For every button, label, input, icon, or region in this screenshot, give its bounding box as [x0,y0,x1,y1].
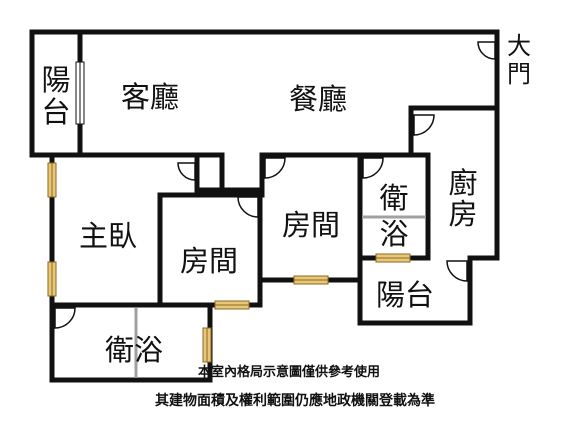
label-bedroom-right: 房間 [282,208,340,242]
label-kitchen-2: 房 [448,197,477,231]
sliding-door [75,61,85,125]
label-master-bedroom: 主臥 [79,219,137,253]
door-master [177,162,196,181]
walls [29,29,500,383]
door-entrance [477,41,496,60]
label-kitchen-1: 廚 [448,166,477,200]
disclaimer-line-1: 本室內格局示意圖僅供參考使用 [197,365,380,380]
label-entrance-2: 門 [507,60,531,88]
bath-bottom-walls [49,302,213,383]
label-bedroom-center: 房間 [180,244,238,278]
label-living-room: 客廳 [121,80,179,114]
label-bath-right-1: 衛 [379,181,408,215]
door-swings [54,41,496,329]
door-bath-bottom [54,307,76,329]
label-balcony-right: 陽台 [376,278,434,312]
outer-wall-top [29,29,500,111]
center-room-wall [157,192,263,308]
label-dining-room: 餐廳 [289,82,347,116]
label-bath-right-2: 浴 [379,217,408,251]
room-labels: 陽 台 客廳 餐廳 大 門 主臥 房間 房間 衛 浴 廚 房 陽台 衛浴 [41,32,531,367]
disclaimer-line-2: 其建物面積及權利範圍仍應地政機關登載為準 [155,393,435,409]
door-bath-right [362,157,384,179]
label-bath-bottom: 衛浴 [105,333,163,367]
door-kitchen [413,114,435,136]
balcony-right-walls [357,255,473,326]
windows [47,162,411,363]
label-entrance-1: 大 [507,32,531,60]
label-balcony-left-1: 陽 [41,63,70,97]
door-right-room [264,157,286,179]
door-center-room [237,196,259,218]
partitions [134,215,426,378]
label-balcony-left-2: 台 [41,95,70,129]
dining-right-bottom [408,105,500,261]
door-balcony-right [446,260,468,282]
